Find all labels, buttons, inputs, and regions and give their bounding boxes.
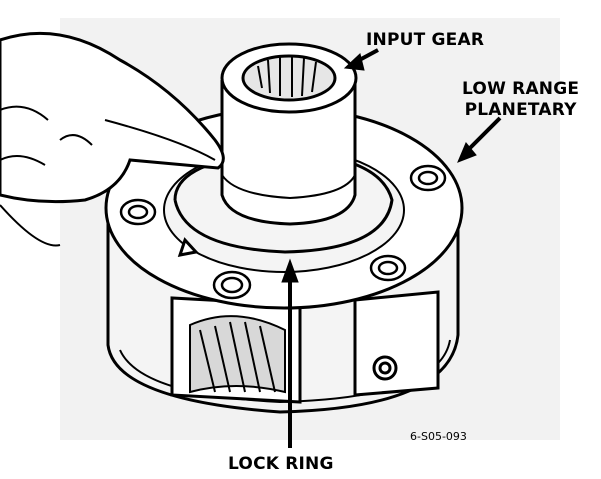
low-range-planetary-label: LOW RANGE PLANETARY (462, 79, 579, 121)
low-range-label-line1: LOW RANGE (462, 79, 580, 99)
low-range-leader (464, 116, 502, 154)
input-gear-arrowhead (343, 53, 365, 71)
bolt-holes (119, 164, 447, 300)
hand (0, 31, 225, 247)
pinion-window-right (353, 290, 440, 397)
low-range-arrowhead (457, 142, 477, 163)
figure-id: 6-S05-093 (410, 430, 467, 443)
pinion-gear (189, 315, 286, 394)
input-gear-label: INPUT GEAR (366, 30, 485, 50)
lock-ring-arrowhead (281, 258, 299, 283)
low-range-label-line2: PLANETARY (464, 100, 577, 120)
input-gear (220, 42, 358, 226)
leader-arrows (281, 48, 502, 448)
lock-ring-label: LOCK RING (228, 454, 334, 474)
